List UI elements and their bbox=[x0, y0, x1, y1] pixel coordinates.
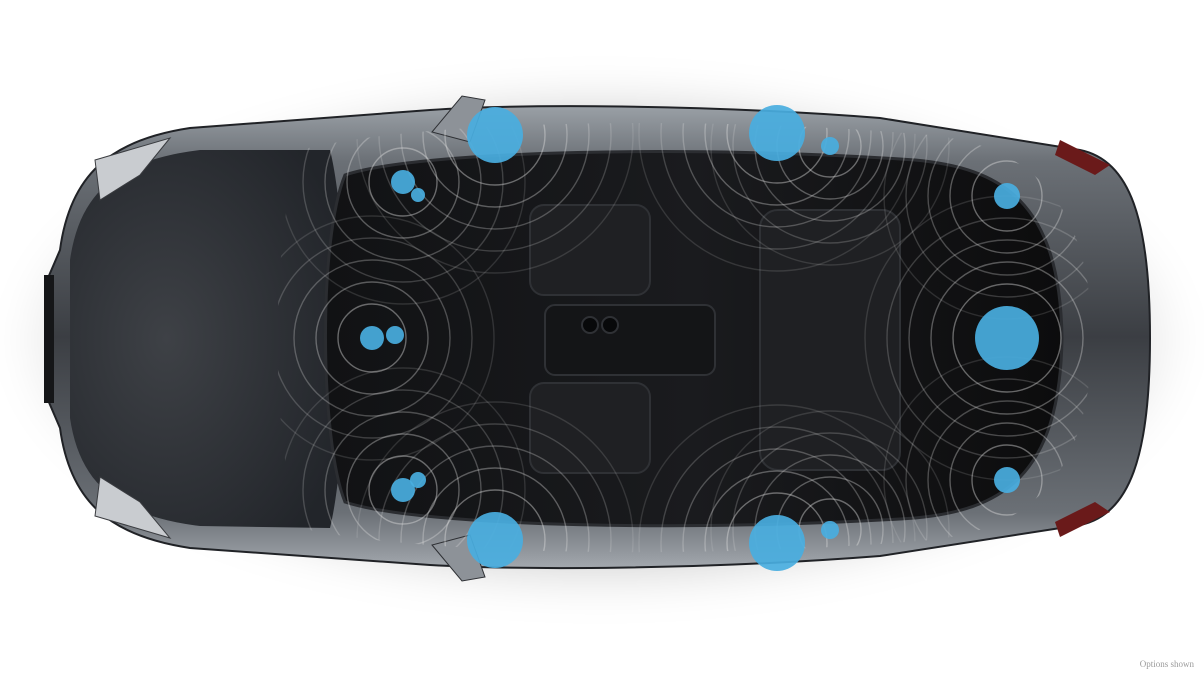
car-hood bbox=[70, 150, 345, 528]
tweeter-speaker-marker bbox=[411, 188, 425, 202]
right-taillight bbox=[1055, 502, 1110, 537]
sound-wave-ring bbox=[444, 123, 546, 186]
center-console bbox=[544, 304, 716, 376]
rear-right-door-woofer-speaker-marker bbox=[749, 515, 805, 571]
rear-bench bbox=[759, 209, 901, 471]
rear-deck-subwoofer-speaker-marker bbox=[975, 306, 1039, 370]
sound-wave-ring bbox=[422, 467, 568, 553]
sound-wave-ring bbox=[400, 123, 590, 230]
sound-wave-ring bbox=[732, 123, 928, 244]
front-right-door-woofer-speaker-marker bbox=[749, 105, 805, 161]
cup-holder bbox=[601, 316, 619, 334]
sound-wave-ring bbox=[905, 378, 1092, 553]
sound-wave-ring bbox=[886, 217, 1092, 459]
front-left-tweeter-speaker-marker bbox=[391, 170, 415, 194]
sound-wave-ring bbox=[324, 411, 482, 553]
sound-wave-ring bbox=[324, 123, 482, 261]
speakers bbox=[360, 105, 1039, 571]
sound-wave-ring bbox=[726, 123, 828, 184]
left-headlight bbox=[94, 137, 172, 201]
left-taillight bbox=[1055, 140, 1110, 175]
front-right-seat bbox=[529, 382, 651, 474]
right-headlight bbox=[94, 476, 172, 539]
rear-left-door-woofer-speaker-marker bbox=[467, 512, 523, 568]
front-left-door-woofer-speaker-marker bbox=[467, 107, 523, 163]
sound-wave-ring bbox=[315, 281, 429, 395]
sound-wave-ring bbox=[732, 432, 928, 553]
rear-left-pillar-speaker-speaker-marker bbox=[994, 183, 1020, 209]
tweeter-speaker-marker bbox=[410, 472, 426, 488]
sound-wave-ring bbox=[277, 215, 495, 461]
sound-wave-ring bbox=[444, 489, 546, 553]
sound-wave-ring bbox=[930, 261, 1084, 415]
options-shown-caption: Options shown bbox=[1139, 659, 1194, 669]
front-grille bbox=[44, 275, 54, 403]
sound-wave-ring bbox=[971, 444, 1043, 516]
rear-left-door-tweeter-speaker-marker bbox=[821, 137, 839, 155]
sound-wave-ring bbox=[952, 283, 1062, 393]
sound-wave-ring bbox=[660, 123, 894, 250]
sound-wave-ring bbox=[908, 239, 1092, 437]
sound-wave-ring bbox=[710, 410, 950, 553]
sound-wave-ring bbox=[302, 123, 504, 283]
sound-wave-ring bbox=[302, 389, 504, 553]
sound-wave-ring bbox=[277, 237, 473, 439]
sound-wave-ring bbox=[400, 445, 590, 553]
tweeter-speaker-marker bbox=[386, 326, 404, 344]
seats bbox=[529, 204, 901, 474]
sound-wave-ring bbox=[682, 123, 872, 228]
sound-wave-ring bbox=[704, 123, 850, 206]
cup-holder bbox=[581, 316, 599, 334]
sound-wave-ring bbox=[378, 423, 612, 553]
rear-right-door-tweeter-speaker-marker bbox=[821, 521, 839, 539]
sound-wave-ring bbox=[422, 123, 568, 208]
sound-wave-ring bbox=[704, 470, 850, 553]
sound-wave-ring bbox=[905, 123, 1092, 298]
sound-wave-ring bbox=[682, 448, 872, 553]
sound-wave-ring bbox=[368, 147, 438, 217]
sound-wave-ring bbox=[337, 303, 407, 373]
sound-wave-ring bbox=[368, 455, 438, 525]
sound-wave-ring bbox=[726, 492, 828, 553]
sound-wave-ring bbox=[971, 160, 1043, 232]
dash-center-speaker-speaker-marker bbox=[360, 326, 384, 350]
front-right-tweeter-speaker-marker bbox=[391, 478, 415, 502]
rear-right-pillar-speaker-speaker-marker bbox=[994, 467, 1020, 493]
sound-wave-ring bbox=[293, 259, 451, 417]
sound-wave-ring bbox=[710, 123, 950, 266]
front-left-seat bbox=[529, 204, 651, 296]
